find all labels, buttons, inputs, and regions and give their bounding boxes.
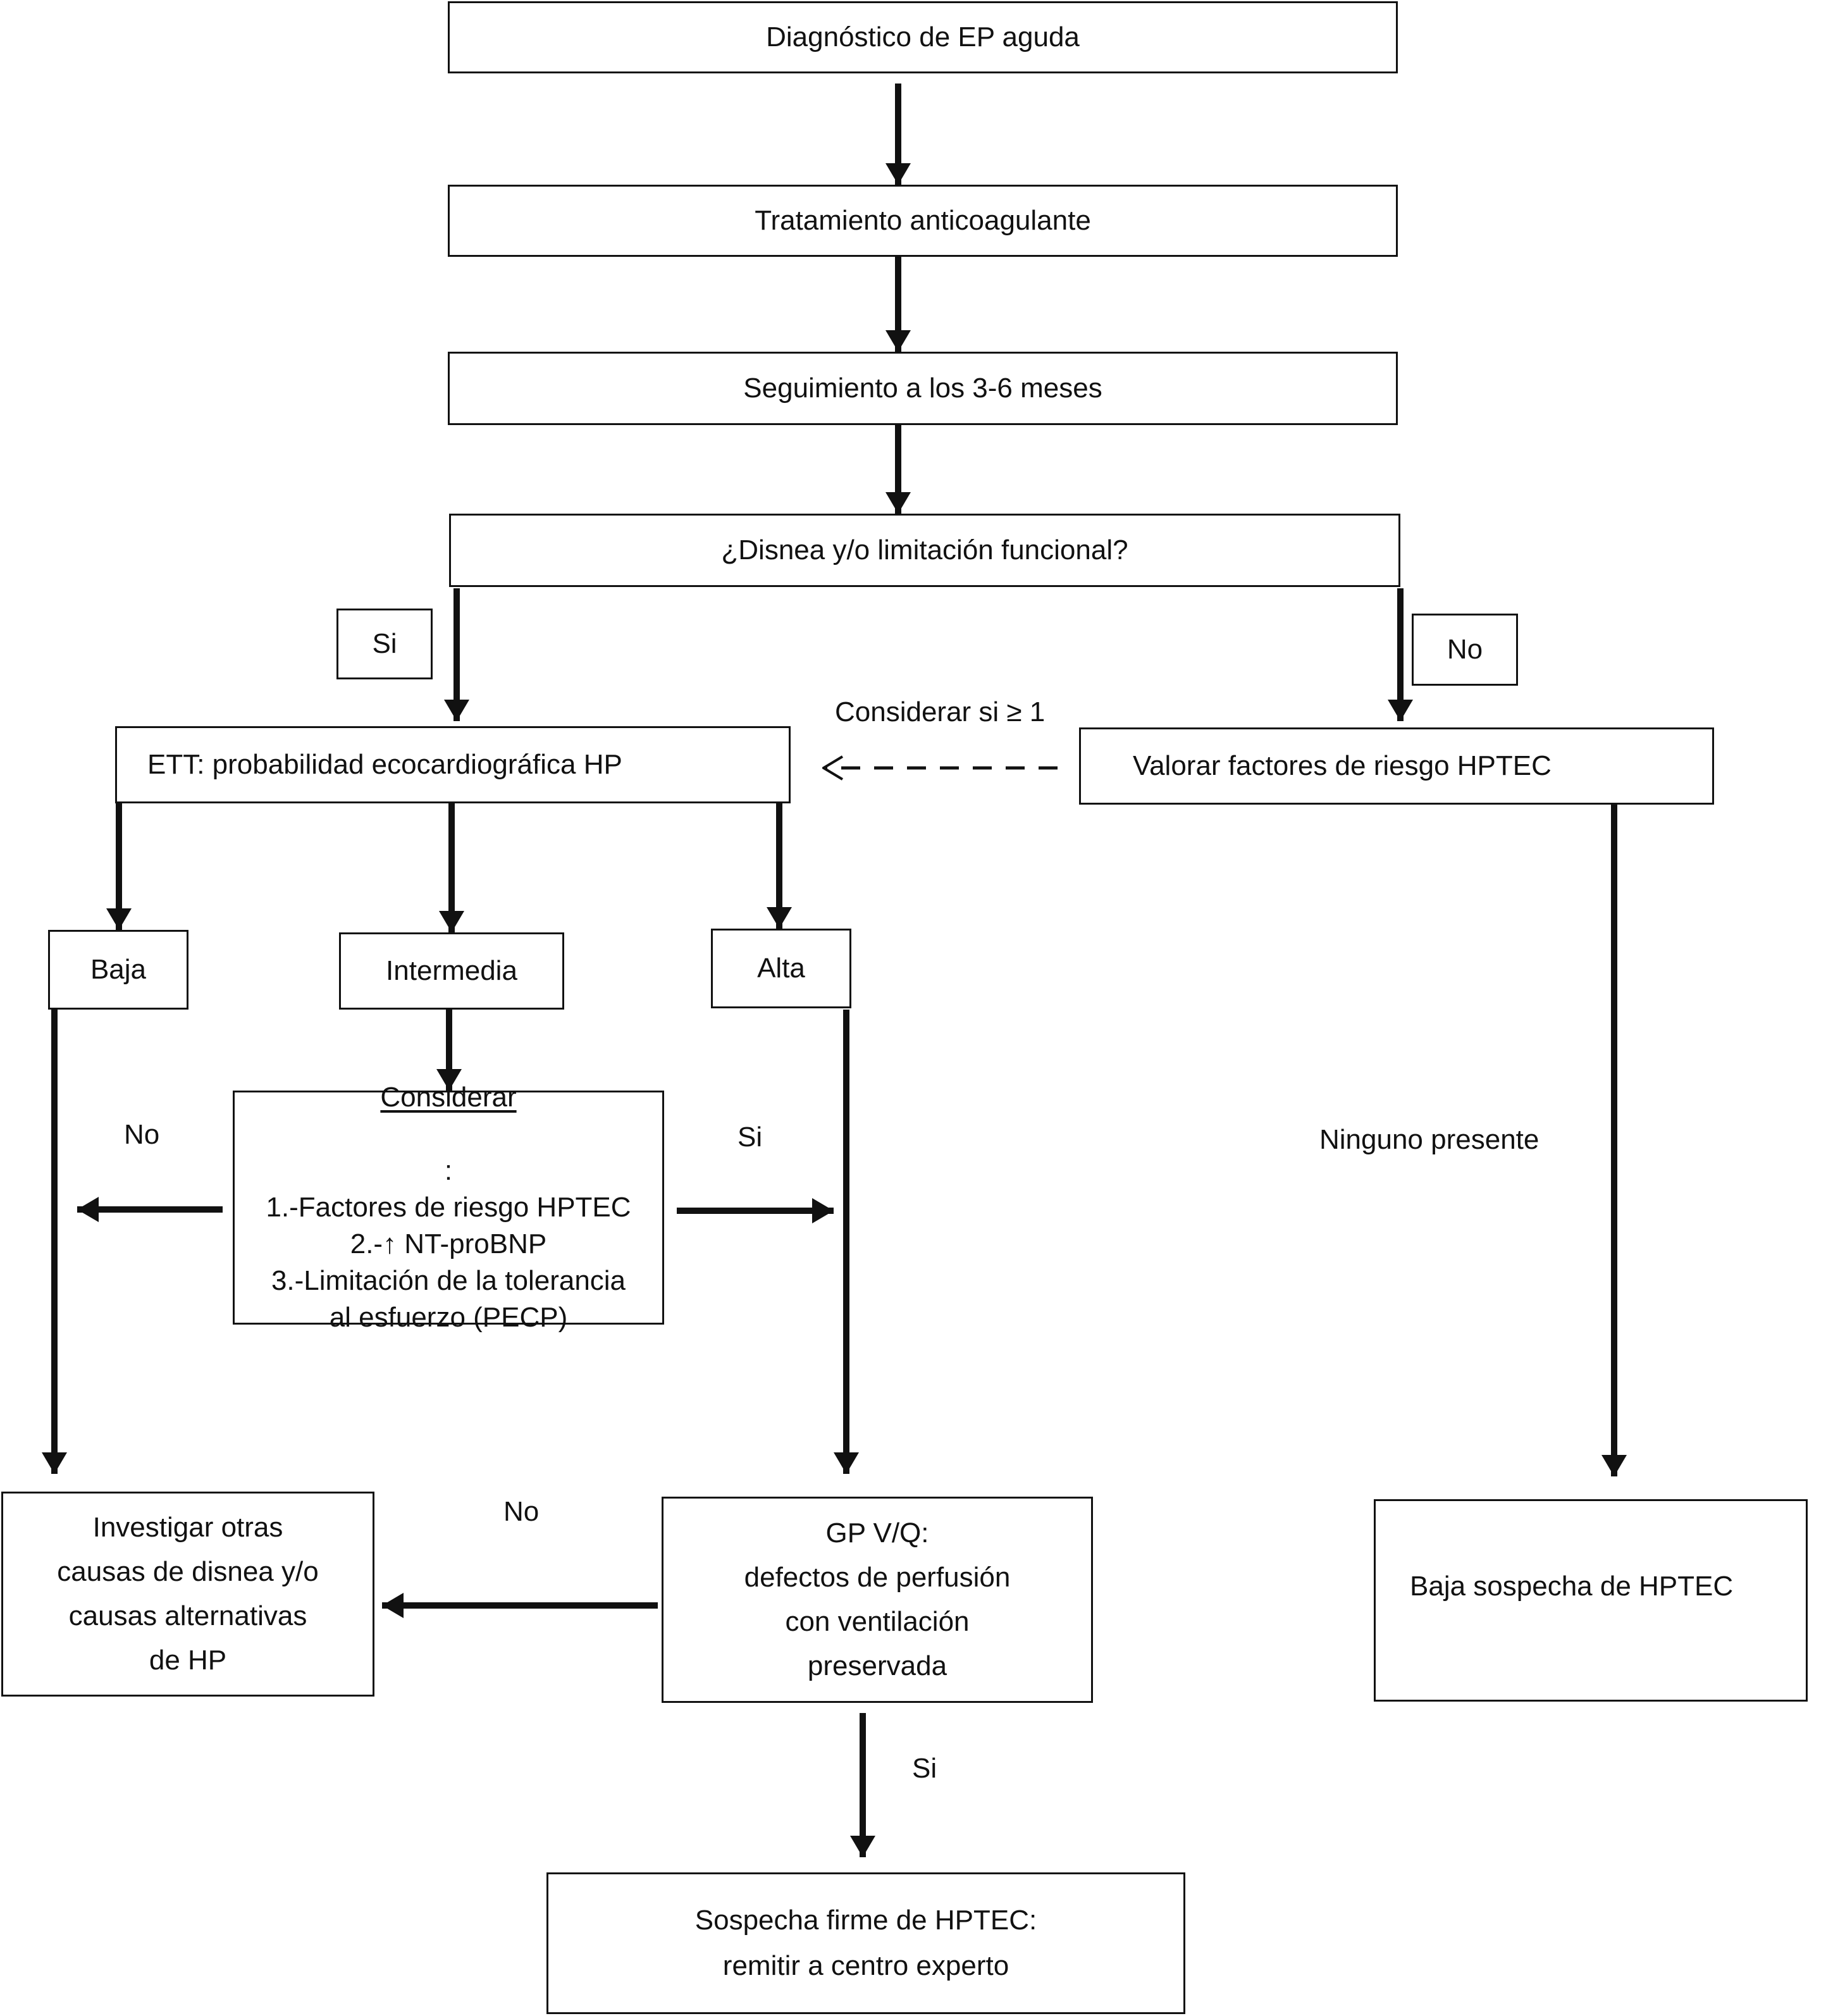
investigar-line: causas alternativas [68,1600,307,1631]
node-sospecha-firme: Sospecha firme de HPTEC: remitir a centr… [546,1872,1185,2014]
node-disnea: ¿Disnea y/o limitación funcional? [449,514,1400,587]
considerar-title: Considerar [380,1082,517,1113]
gp-line: defectos de perfusión [744,1562,1011,1593]
label-si-bottom: Si [912,1753,937,1784]
node-baja-sospecha: Baja sospecha de HPTEC [1374,1499,1808,1702]
label-si-box: Si [336,609,433,679]
node-baja: Baja [48,930,188,1010]
gp-line: con ventilación [785,1606,970,1637]
node-tratamiento: Tratamiento anticoagulante [448,185,1398,257]
sospecha-firme-line: Sospecha firme de HPTEC: [694,1905,1037,1936]
label-ninguno: Ninguno presente [1319,1124,1540,1155]
node-gp: GP V/Q: defectos de perfusión con ventil… [662,1497,1093,1703]
considerar-title-suffix: : [444,1155,453,1186]
investigar-line: Investigar otras [92,1512,283,1543]
label-considerar-si: Considerar si ≥ 1 [835,696,1046,727]
label-no-bottom: No [503,1496,540,1527]
considerar-title-line: Considerar : [380,1079,516,1189]
sospecha-firme-line: remitir a centro experto [722,1950,1009,1981]
label-no-left: No [124,1119,160,1150]
node-ett: ETT: probabilidad ecocardiográfica HP [115,726,791,803]
gp-line: GP V/Q: [825,1518,929,1549]
node-seguimiento: Seguimiento a los 3-6 meses [448,352,1398,425]
label-no-box: No [1412,614,1518,686]
node-diagnostico: Diagnóstico de EP aguda [448,1,1398,73]
investigar-line: de HP [149,1645,227,1676]
considerar-item: 1.-Factores de riesgo HPTEC [266,1192,631,1223]
considerar-item: al esfuerzo (PECP) [329,1302,568,1333]
node-investigar: Investigar otras causas de disnea y/o ca… [1,1492,374,1697]
node-alta: Alta [711,929,851,1008]
considerar-item: 2.-↑ NT-proBNP [350,1228,547,1259]
investigar-line: causas de disnea y/o [57,1556,319,1587]
gp-line: preservada [807,1650,947,1681]
node-considerar: Considerar : 1.-Factores de riesgo HPTEC… [233,1082,664,1333]
label-si-right: Si [737,1122,763,1153]
considerar-item: 3.-Limitación de la tolerancia [271,1265,626,1296]
node-intermedia: Intermedia [339,932,564,1010]
node-valorar: Valorar factores de riesgo HPTEC [1079,727,1714,805]
